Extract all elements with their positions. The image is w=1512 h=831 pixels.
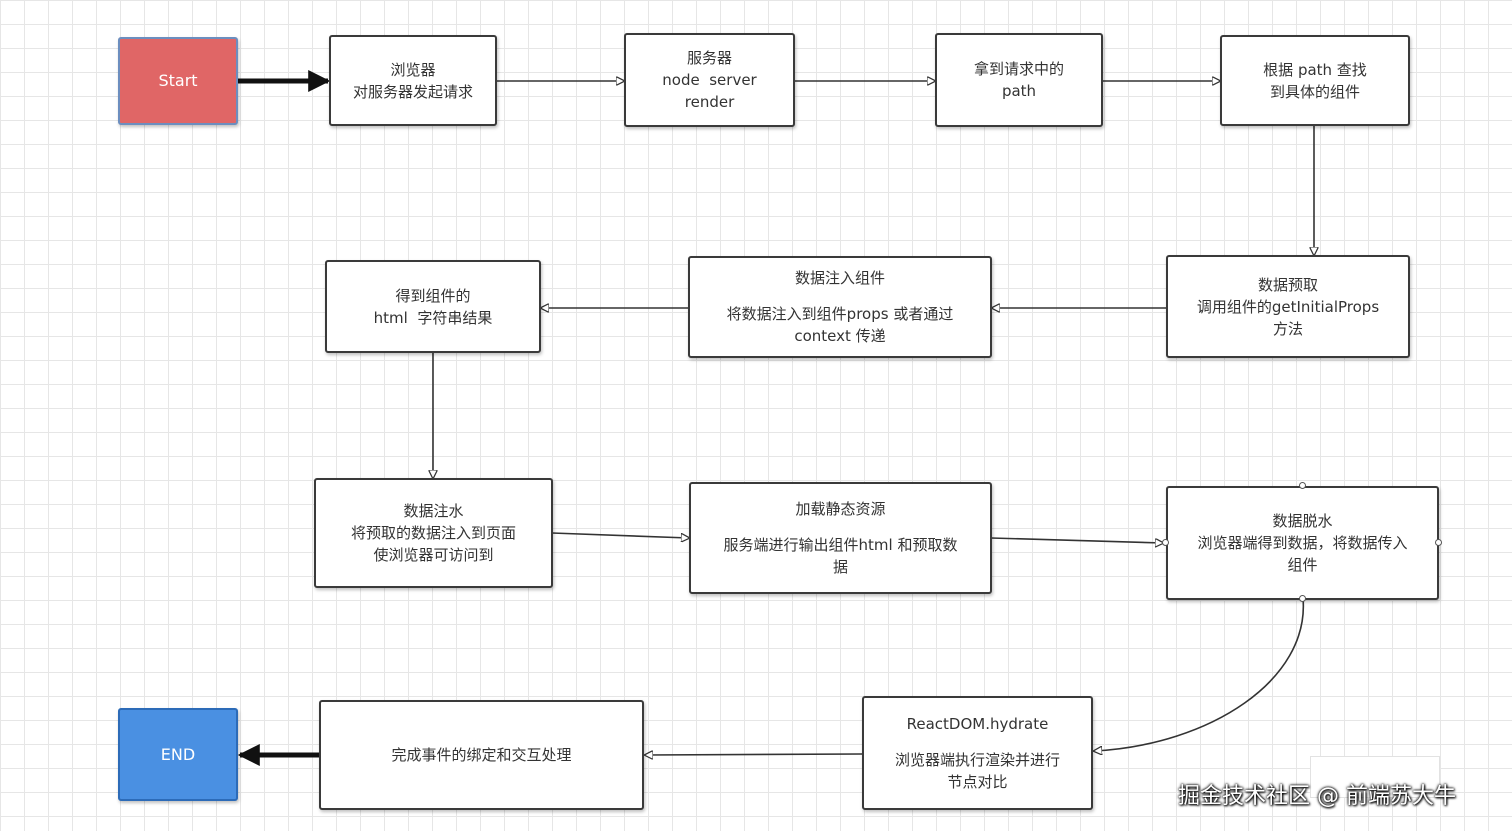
port-bottom[interactable] (1299, 595, 1306, 602)
browser-request-node[interactable]: 浏览器 对服务器发起请求 (329, 35, 497, 126)
edge-dewater-to-hydrate (1094, 597, 1304, 751)
html-result-line-2: html 字符串结果 (373, 308, 493, 327)
data-prefetch-line-1: 数据预取 (1257, 275, 1318, 294)
server-line-2: node server (662, 71, 757, 89)
server-line-3: render (684, 93, 735, 111)
data-dewater-line-1: 数据脱水 (1272, 512, 1333, 530)
browser-request-line-1: 浏览器 (390, 60, 436, 79)
blank-shape (1310, 756, 1440, 798)
get-path-line-1: 拿到请求中的 (973, 60, 1064, 78)
end-label: END (160, 744, 196, 764)
data-dewater-line-2: 浏览器端得到数据，将数据传入 (1197, 534, 1408, 552)
data-water-node[interactable]: 数据注水 将预取的数据注入到页面 使浏览器可访问到 (314, 478, 553, 588)
static-assets-title: 加载静态资源 (795, 500, 886, 518)
bind-events-line-1: 完成事件的绑定和交互处理 (391, 746, 572, 764)
data-inject-title: 数据注入组件 (794, 269, 885, 287)
data-dewater-line-3: 组件 (1287, 556, 1318, 574)
port-right[interactable] (1435, 539, 1442, 546)
static-assets-node[interactable]: 加载静态资源 服务端进行输出组件html 和预取数 据 (689, 482, 992, 594)
get-path-node[interactable]: 拿到请求中的 path (935, 33, 1103, 127)
hydrate-line-1: 浏览器端执行渲染并进行 (894, 751, 1060, 769)
hydrate-node[interactable]: ReactDOM.hydrate 浏览器端执行渲染并进行 节点对比 (862, 696, 1093, 810)
start-label: Start (158, 71, 198, 90)
start-node[interactable]: Start (118, 37, 238, 125)
hydrate-title: ReactDOM.hydrate (906, 715, 1049, 733)
data-inject-line-1: 将数据注入到组件props 或者通过 (726, 305, 954, 323)
data-inject-node[interactable]: 数据注入组件 将数据注入到组件props 或者通过 context 传递 (688, 256, 992, 358)
static-assets-line-2: 据 (832, 558, 848, 576)
data-prefetch-line-3: 方法 (1272, 319, 1303, 338)
html-result-line-1: 得到组件的 (395, 286, 471, 305)
data-prefetch-line-2: 调用组件的getInitialProps (1196, 297, 1380, 316)
watermark-text: 掘金技术社区 @ 前端苏大牛 (1178, 784, 1456, 809)
edge-assets-to-dewater (990, 537, 1163, 543)
data-dewater-node[interactable]: 数据脱水 浏览器端得到数据，将数据传入 组件 (1166, 486, 1439, 600)
data-water-line-1: 数据注水 (403, 502, 464, 520)
data-inject-line-2: context 传递 (794, 327, 886, 345)
find-component-line-2: 到具体的组件 (1269, 82, 1360, 101)
port-top[interactable] (1299, 482, 1306, 489)
data-prefetch-node[interactable]: 数据预取 调用组件的getInitialProps 方法 (1166, 255, 1410, 358)
get-path-line-2: path (1001, 82, 1037, 100)
port-left[interactable] (1162, 539, 1169, 546)
hydrate-line-2: 节点对比 (947, 773, 1008, 791)
end-node[interactable]: END (118, 708, 238, 801)
browser-request-line-2: 对服务器发起请求 (352, 82, 473, 101)
bind-events-node[interactable]: 完成事件的绑定和交互处理 (319, 700, 644, 810)
edge-hydrate-to-bind (645, 754, 863, 755)
edge-water-to-assets (551, 532, 689, 538)
data-water-line-3: 使浏览器可访问到 (373, 546, 494, 564)
html-result-node[interactable]: 得到组件的 html 字符串结果 (325, 260, 541, 353)
static-assets-line-1: 服务端进行输出组件html 和预取数 (723, 536, 958, 554)
server-node[interactable]: 服务器 node server render (624, 33, 795, 127)
find-component-node[interactable]: 根据 path 查找 到具体的组件 (1220, 35, 1410, 126)
find-component-line-1: 根据 path 查找 (1263, 60, 1367, 79)
data-water-line-2: 将预取的数据注入到页面 (350, 524, 516, 542)
server-line-1: 服务器 (686, 49, 732, 67)
